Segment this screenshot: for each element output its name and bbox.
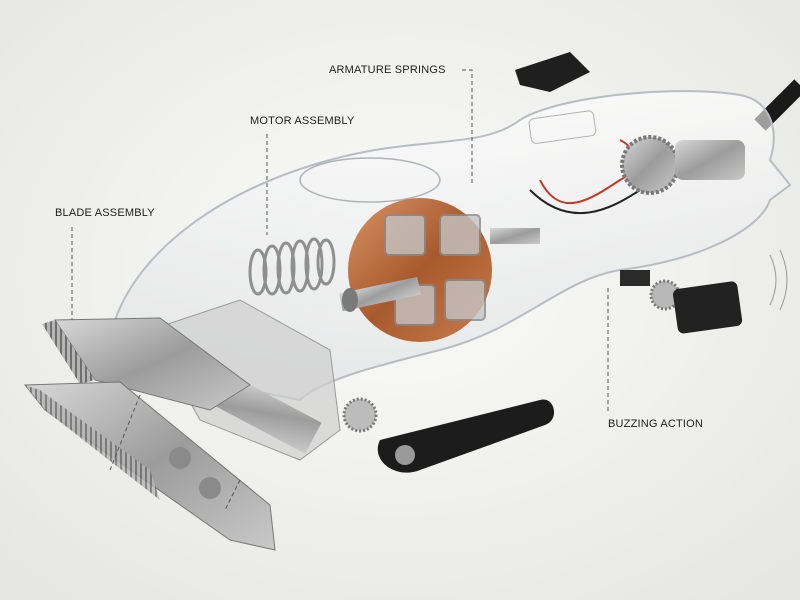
small-gear [342,397,378,433]
label-blade-assembly: BLADE ASSEMBLY [55,207,155,219]
upper-blade [54,317,251,411]
motor-assembly-part [339,198,540,342]
label-buzzing-action: BUZZING ACTION [608,418,704,430]
blade-screw-1 [169,447,191,469]
power-switch-part [620,249,788,334]
top-slot [528,110,597,144]
wire-black [529,189,641,215]
blade-screw-2 [199,477,221,499]
leader-lines [71,69,609,511]
label-armature-springs: ARMATURE SPRINGS [329,64,446,76]
rear-gears [620,135,745,311]
black-lever-arm [377,399,555,473]
housing-window [299,157,441,203]
top-cover-part [515,52,590,92]
coil-spring [248,237,336,296]
lever-pivot [395,445,415,465]
label-motor-assembly: MOTOR ASSEMBLY [250,115,355,127]
lower-blade-teeth [25,385,160,500]
leader-armature-springs [462,69,473,185]
upper-blade-teeth [42,320,95,384]
leader-blade-detail-2 [224,479,241,511]
